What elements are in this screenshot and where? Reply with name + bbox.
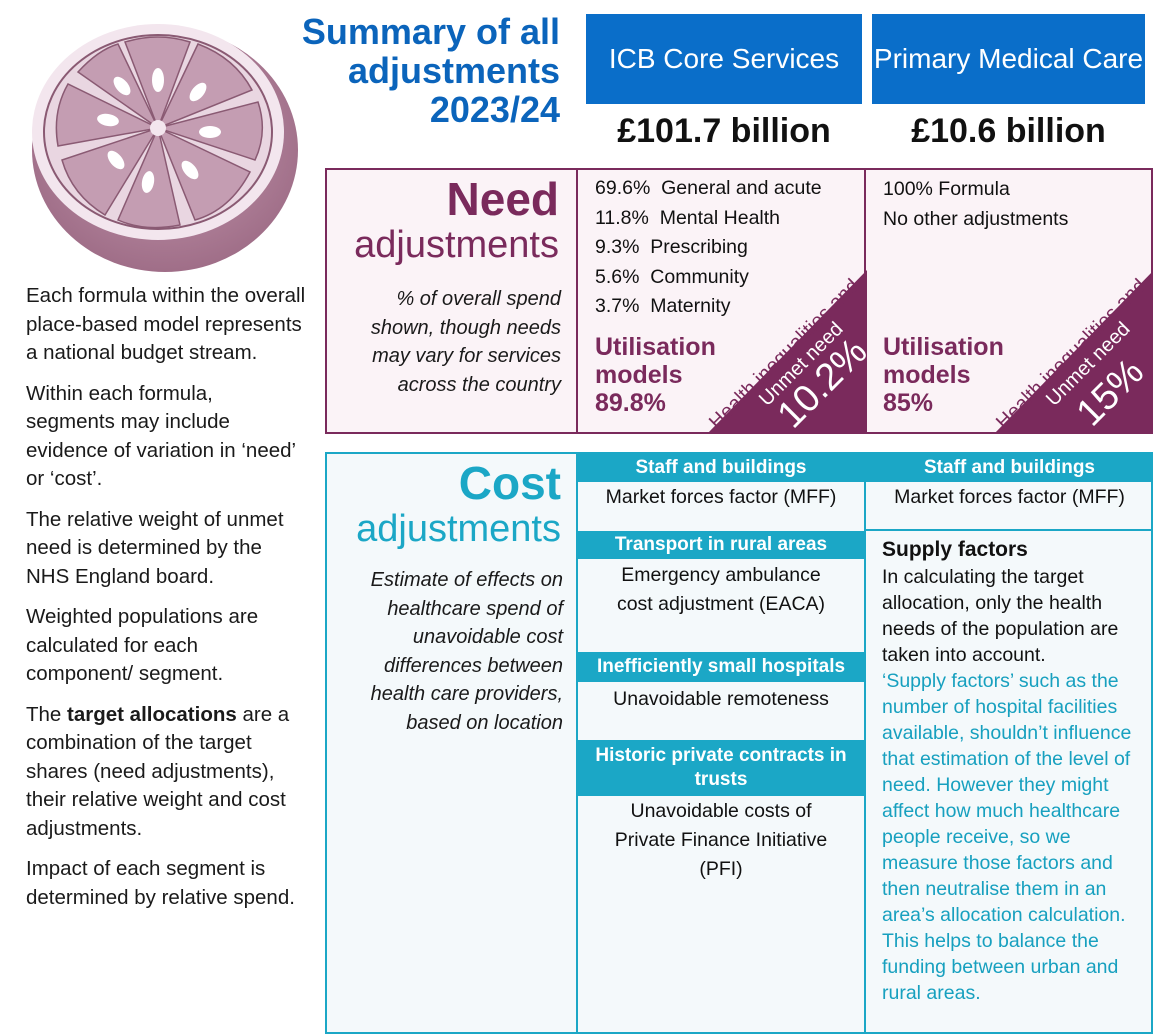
page-title: Summary of all adjustments 2023/24 — [301, 11, 560, 130]
cost-adjustments-panel: Cost adjustments Estimate of effects on … — [325, 452, 1153, 1034]
list-item: 100% Formula — [883, 178, 1010, 200]
need-divider-1 — [576, 170, 578, 432]
explanation-paragraph-5: The target allocations are a combination… — [26, 701, 306, 844]
need-title: Need — [446, 173, 559, 225]
cost-title: Cost — [458, 457, 561, 509]
explanation-text: Each formula within the overall place-ba… — [26, 282, 306, 924]
util-pct: 85% — [883, 389, 934, 417]
pmc-amount: £10.6 billion — [911, 112, 1106, 150]
grapefruit-slice-icon — [32, 24, 298, 272]
pmc-utilisation-models: Utilisation models 85% — [883, 333, 1004, 417]
cost-subtitle: adjustments — [356, 508, 561, 550]
icb-cost-header-hospitals: Inefficiently small hospitals — [578, 652, 864, 682]
p5-post: are a combination of the target shares (… — [26, 702, 290, 840]
cost-divider-2 — [864, 454, 866, 1032]
explanation-paragraph-3: The relative weight of unmet need is det… — [26, 507, 284, 588]
list-item: 3.7% Maternity — [595, 292, 822, 322]
icb-core-services-header: ICB Core Services — [586, 14, 862, 104]
icb-cost-header-transport: Transport in rural areas — [578, 531, 864, 559]
list-item: 11.8% Mental Health — [595, 204, 822, 234]
target-allocations-term: target allocations — [67, 702, 237, 726]
list-item: No other adjustments — [883, 208, 1069, 230]
supply-factors-intro: In calculating the target allocation, on… — [882, 566, 1119, 666]
item-pct: 11.8% — [595, 206, 649, 229]
triangle-shape — [707, 270, 867, 434]
supply-factors-heading: Supply factors — [882, 538, 1028, 561]
item-label: Community — [650, 265, 749, 288]
need-adjustments-panel: Need adjustments % of overall spend show… — [325, 168, 1153, 434]
item-label: Mental Health — [659, 206, 781, 229]
util-pct: 89.8% — [595, 389, 666, 417]
pmc-need-list: 100% Formula No other adjustments — [883, 174, 1068, 234]
util-line1: Utilisation — [883, 333, 1004, 361]
item-label: Prescribing — [650, 236, 748, 258]
icb-cost-body-transport: Emergency ambulance cost adjustment (EAC… — [616, 564, 826, 615]
supply-factors-box: Supply factors In calculating the target… — [882, 536, 1147, 1006]
icb-need-list: 69.6% General and acute 11.8% Mental Hea… — [595, 174, 822, 322]
item-pct: 9.3% — [595, 236, 640, 258]
p5-pre: The — [26, 702, 68, 726]
cost-divider-1 — [576, 454, 578, 1032]
item-pct: 69.6% — [595, 177, 651, 199]
icb-cost-header-staff: Staff and buildings — [578, 454, 864, 482]
list-item: 69.6% General and acute — [595, 174, 822, 204]
icb-cost-body-hospitals: Unavoidable remoteness — [613, 688, 829, 710]
icb-cost-body-private: Unavoidable costs of Private Finance Ini… — [614, 800, 828, 880]
icb-amount: £101.7 billion — [617, 112, 831, 150]
explanation-paragraph-4: Weighted populations are calculated for … — [26, 605, 259, 685]
pmc-unmet-need-triangle: Health inequalities and Unmet need 15% — [994, 271, 1153, 434]
list-item: 5.6% Community — [595, 263, 822, 293]
item-pct: 5.6% — [595, 265, 640, 288]
need-heading: Need adjustments — [354, 174, 559, 266]
icb-cost-header-private: Historic private contracts in trusts — [578, 740, 864, 796]
cost-heading: Cost adjustments — [356, 458, 561, 550]
util-line1: Utilisation — [595, 333, 716, 361]
supply-factors-detail: ‘Supply factors’ such as the number of h… — [882, 670, 1132, 1004]
util-line2: models — [883, 361, 971, 389]
explanation-paragraph-2: Within each formula, segments may includ… — [26, 381, 296, 491]
util-line2: models — [595, 361, 683, 389]
cost-description: Estimate of effects on healthcare spend … — [370, 569, 563, 734]
need-description: % of overall spend shown, though needs m… — [370, 288, 561, 396]
explanation-paragraph-1: Each formula within the overall place-ba… — [26, 284, 306, 364]
pmc-cost-header-staff: Staff and buildings — [866, 454, 1153, 482]
item-label: General and acute — [661, 177, 822, 199]
pmc-cost-separator — [866, 529, 1153, 531]
icb-utilisation-models: Utilisation models 89.8% — [595, 333, 716, 417]
pmc-cost-body-staff: Market forces factor (MFF) — [894, 486, 1125, 508]
list-item: 9.3% Prescribing — [595, 233, 822, 263]
explanation-paragraph-6: Impact of each segment is determined by … — [26, 857, 295, 909]
icb-cost-body-staff: Market forces factor (MFF) — [605, 486, 837, 508]
primary-medical-care-header: Primary Medical Care — [872, 14, 1145, 104]
item-label: Maternity — [650, 295, 731, 317]
need-subtitle: adjustments — [354, 224, 559, 266]
icb-unmet-need-triangle: Health inequalities and Unmet need 10.2% — [707, 270, 867, 434]
item-pct: 3.7% — [595, 295, 640, 317]
